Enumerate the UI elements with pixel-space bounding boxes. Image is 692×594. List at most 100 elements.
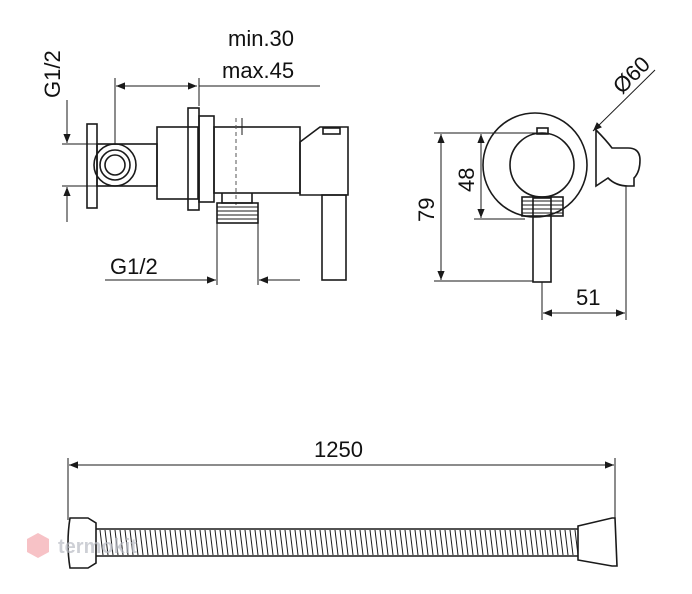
hose-rib (554, 529, 559, 556)
hose-rib (399, 529, 404, 556)
hose-rib (344, 529, 349, 556)
side-view: G1/2 min.30 max.45 G1/2 (40, 26, 349, 285)
hose-rib (154, 529, 159, 556)
hose-rib (534, 529, 539, 556)
hose-rib (254, 529, 259, 556)
hose-drawing: 1250 (67, 437, 618, 569)
front-outlet-thread (521, 196, 564, 217)
hose-tube (96, 528, 579, 557)
hose-rib (144, 529, 149, 556)
hose-rib (169, 529, 174, 556)
hose-rib (389, 529, 394, 556)
dim-48-label: 48 (454, 168, 479, 192)
hose-rib (394, 529, 399, 556)
hose-rib (309, 529, 314, 556)
dim-48: 48 (454, 132, 540, 220)
hose-rib (194, 529, 199, 556)
watermark-logo-icon (27, 533, 49, 558)
hose-rib (174, 529, 179, 556)
hose-rib (484, 529, 489, 556)
hose-rib (419, 529, 424, 556)
front-view: Ø60 48 79 51 (414, 51, 656, 320)
hose-rib (519, 529, 524, 556)
watermark-text: termokit (58, 536, 137, 558)
hose-rib (439, 529, 444, 556)
hose-length-label: 1250 (314, 437, 363, 462)
hose-rib (404, 529, 409, 556)
inlet-connection (93, 143, 158, 187)
hose-rib (234, 529, 239, 556)
hose-rib (414, 529, 419, 556)
hose-rib (104, 529, 109, 556)
hose-rib (209, 529, 214, 556)
hose-rib (339, 529, 344, 556)
hose-rib (569, 529, 574, 556)
g-top-label: G1/2 (40, 50, 65, 98)
hose-rib (239, 529, 244, 556)
diameter-dimension: Ø60 (592, 51, 656, 132)
hose-rib (489, 529, 494, 556)
wall-plate (86, 123, 98, 209)
hose-rib (124, 529, 129, 556)
hose-rib (314, 529, 319, 556)
hose-rib (184, 529, 189, 556)
outlet-thread (216, 193, 259, 224)
hose-rib (444, 529, 449, 556)
hose-rib (529, 529, 534, 556)
valve-body (156, 107, 301, 211)
hose-rib (524, 529, 529, 556)
min-label: min.30 (228, 26, 294, 51)
hose-rib (504, 529, 509, 556)
hose-rib (219, 529, 224, 556)
g-bottom-dimension: G1/2 (105, 222, 300, 285)
valve-cap (509, 132, 575, 198)
hose-rib (349, 529, 354, 556)
hose-rib (129, 529, 134, 556)
dim-51: 51 (541, 186, 627, 320)
hose-rib (544, 529, 549, 556)
hose-rib (564, 529, 569, 556)
hose-rib (514, 529, 519, 556)
hose-rib (499, 529, 504, 556)
hose-rib (369, 529, 374, 556)
hose-rib (334, 529, 339, 556)
hose-rib (229, 529, 234, 556)
hose-rib (364, 529, 369, 556)
hose-rib (549, 529, 554, 556)
hose-rib (139, 529, 144, 556)
max-label: max.45 (222, 58, 294, 83)
hose-rib (449, 529, 454, 556)
diameter-label: Ø60 (608, 51, 655, 98)
hose-rib (374, 529, 379, 556)
hose-rib (469, 529, 474, 556)
hose-rib (354, 529, 359, 556)
hose-rib (214, 529, 219, 556)
hose-rib (479, 529, 484, 556)
hose-rib (269, 529, 274, 556)
hose-rib (119, 529, 124, 556)
hose-rib (474, 529, 479, 556)
hose-rib (279, 529, 284, 556)
hose-rib (304, 529, 309, 556)
hose-rib (434, 529, 439, 556)
hose-rib (159, 529, 164, 556)
hose-rib (359, 529, 364, 556)
hose-rib (114, 529, 119, 556)
hose-rib (109, 529, 114, 556)
hose-rib (409, 529, 414, 556)
hose-rib (179, 529, 184, 556)
dim-79-label: 79 (414, 198, 439, 222)
hose-holder (595, 128, 641, 188)
dim-51-label: 51 (576, 285, 600, 310)
hose-rib (189, 529, 194, 556)
hose-rib (199, 529, 204, 556)
hose-rib (259, 529, 264, 556)
hose-rib (384, 529, 389, 556)
hose-rib (379, 529, 384, 556)
hose-rib (299, 529, 304, 556)
hose-rib (424, 529, 429, 556)
hose-rib (324, 529, 329, 556)
dim-79: 79 (414, 132, 533, 282)
hose-rib (99, 529, 104, 556)
